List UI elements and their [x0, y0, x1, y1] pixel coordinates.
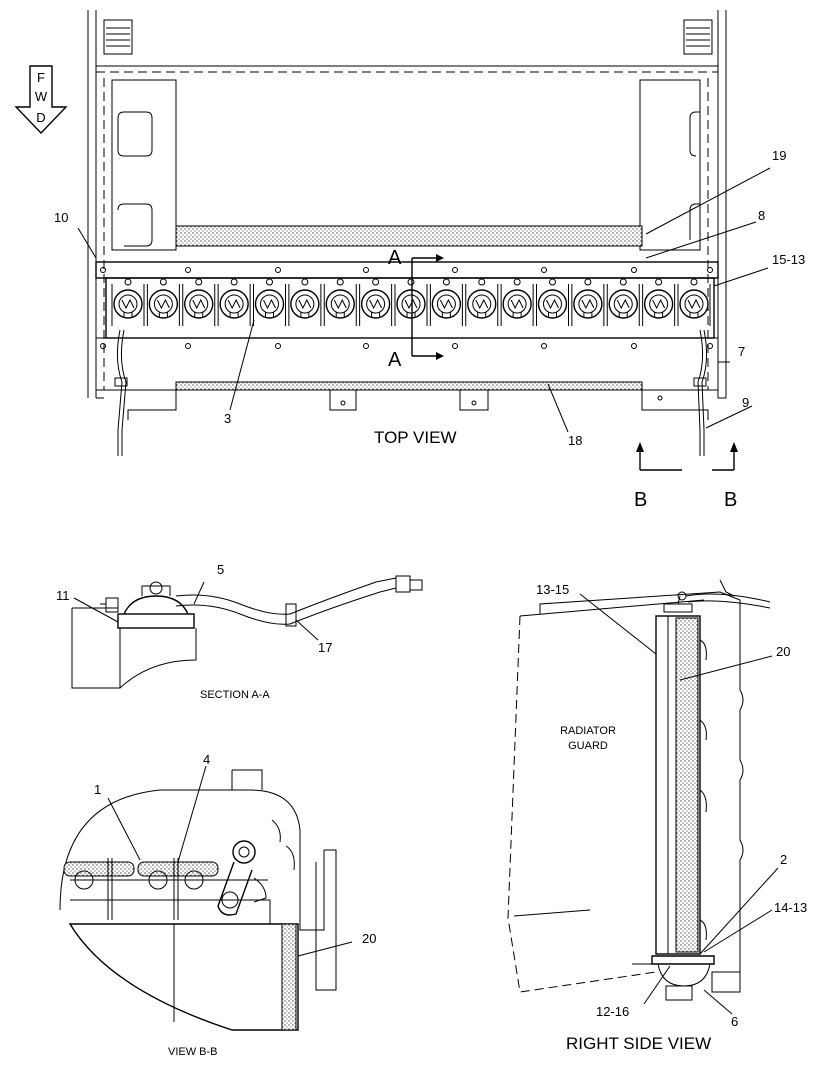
- right-side-view: RADIATOR GUARD 13-15 20 2 14-13 12-16 6 …: [507, 579, 807, 1053]
- view-mark-b-left: B: [634, 489, 647, 511]
- callout-3: 3: [224, 411, 231, 426]
- lamp-icon: [146, 278, 180, 326]
- top-view: A A B B 19 8 10 15-13 7 9 3 18 TOP: [54, 10, 805, 511]
- callout-18: 18: [568, 433, 582, 448]
- lamp-icon: [253, 278, 286, 326]
- lamp-icon: [500, 278, 534, 326]
- lamp-icon: [182, 278, 216, 326]
- callout-1: 1: [94, 782, 101, 797]
- callout-15-13: 15-13: [772, 252, 805, 267]
- lamp-icon: [536, 278, 569, 326]
- callout-12-16: 12-16: [596, 1004, 629, 1019]
- rail-bolts: [100, 267, 713, 349]
- lamp-icon: [323, 278, 357, 326]
- radiator-guard-label-line2: GUARD: [568, 740, 608, 752]
- top-view-title: TOP VIEW: [374, 428, 457, 447]
- hinge-left-icon: [103, 19, 133, 55]
- section-line-a-a: A A: [388, 247, 444, 371]
- callout-7: 7: [738, 344, 745, 359]
- callout-20-side: 20: [776, 644, 790, 659]
- hinge-right-icon: [683, 19, 713, 55]
- view-mark-b-right: B: [724, 489, 737, 511]
- lamp-icon: [465, 278, 499, 326]
- lamp-icon: [359, 278, 393, 326]
- callout-13-15: 13-15: [536, 582, 569, 597]
- lamp-icon: [429, 278, 463, 326]
- lamp-icon: [677, 278, 711, 326]
- callout-5: 5: [217, 562, 224, 577]
- lamp-icon: [111, 278, 145, 326]
- callout-6: 6: [731, 1014, 738, 1029]
- view-b-b-title: VIEW B-B: [168, 1046, 218, 1058]
- lamp-icon: [606, 278, 640, 326]
- view-b-b: 1 4 20 VIEW B-B: [59, 752, 376, 1058]
- callout-14-13: 14-13: [774, 900, 807, 915]
- lamp-icon: [571, 278, 605, 326]
- lamp-icon: [217, 278, 251, 326]
- callout-20-bb: 20: [362, 931, 376, 946]
- lamp-row: [111, 278, 711, 326]
- section-a-a: 5 11 17 SECTION A-A: [56, 562, 423, 701]
- callout-11: 11: [56, 588, 70, 603]
- lamp-icon: [642, 278, 676, 326]
- lamp-icon: [394, 278, 428, 326]
- lamp-icon: [288, 278, 322, 326]
- section-mark-a-bottom: A: [388, 349, 402, 371]
- fwd-letter-w: W: [35, 89, 48, 104]
- callout-4: 4: [203, 752, 210, 767]
- fwd-letter-f: F: [37, 70, 45, 85]
- radiator-guard-label-line1: RADIATOR: [560, 725, 616, 737]
- section-a-a-title: SECTION A-A: [200, 689, 270, 701]
- view-line-b-b: B B: [634, 442, 738, 511]
- fwd-letter-d: D: [36, 110, 45, 125]
- callout-10: 10: [54, 210, 68, 225]
- callout-19: 19: [772, 148, 786, 163]
- callout-2: 2: [780, 852, 787, 867]
- forward-arrow-icon: F W D: [14, 65, 68, 135]
- right-side-view-title: RIGHT SIDE VIEW: [566, 1034, 711, 1053]
- callout-17: 17: [318, 640, 332, 655]
- section-mark-a-top: A: [388, 247, 402, 269]
- callout-8: 8: [758, 208, 765, 223]
- callout-9: 9: [742, 395, 749, 410]
